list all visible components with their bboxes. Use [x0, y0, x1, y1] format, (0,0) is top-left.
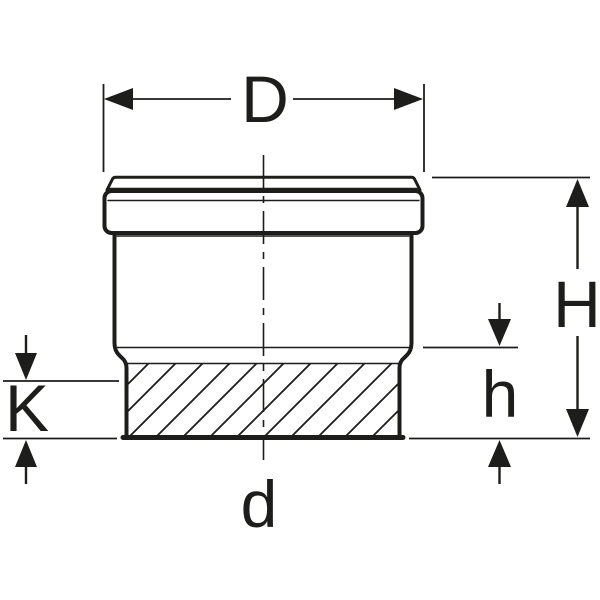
- label-total-height: H: [553, 267, 600, 341]
- dimension-labels: D H h K d: [5, 62, 600, 541]
- arrow-right-icon: [394, 88, 423, 110]
- body-wall-right: [397, 233, 414, 437]
- body-wall-left: [112, 233, 129, 437]
- arrow-down-k-icon: [15, 353, 37, 380]
- label-lower-height: h: [482, 357, 519, 431]
- arrow-down-h-lower-icon: [488, 319, 511, 346]
- label-left-depth: K: [5, 371, 49, 445]
- arrow-up-h-lower-icon: [488, 440, 511, 467]
- arrowheads: [15, 88, 589, 467]
- arrow-up-k-icon: [15, 440, 37, 467]
- arrow-up-h-total-icon: [566, 179, 589, 207]
- arrow-left-icon: [104, 88, 133, 110]
- label-bottom-diameter: d: [241, 467, 278, 541]
- fitting-outline: [102, 155, 425, 460]
- label-top-width: D: [241, 62, 289, 136]
- spigot-hatch: [127, 363, 399, 437]
- hatch-lines: [127, 363, 399, 437]
- arrow-down-h-total-icon: [566, 409, 589, 437]
